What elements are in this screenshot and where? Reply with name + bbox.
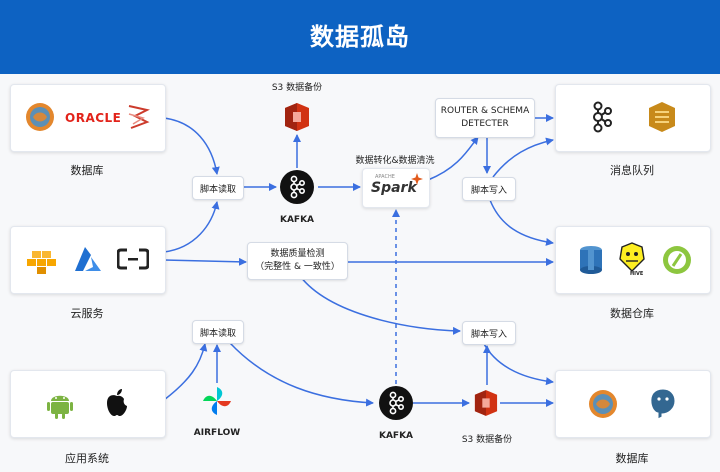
target-database-label: 数据库 — [615, 452, 649, 465]
kafka-top-icon — [280, 170, 314, 204]
target-database-card — [555, 370, 711, 438]
hive-icon — [619, 242, 645, 272]
source-database-card: ORACLE — [10, 84, 166, 152]
arrow-read-to-kafka-bottom — [229, 342, 374, 407]
spark-card: APACHE Spark — [362, 168, 430, 208]
spark-star-icon — [411, 173, 423, 185]
arrow-quality-to-write — [299, 275, 461, 335]
arrow-write-to-warehouse — [489, 199, 554, 246]
apple-icon — [107, 389, 127, 416]
mysql-icon-target — [589, 390, 617, 418]
target-queue-label: 消息队列 — [610, 164, 654, 177]
arrow-cloud-to-quality — [163, 257, 247, 266]
arrow-write-to-db — [482, 341, 554, 386]
kinesis-icon — [649, 102, 675, 132]
spark-step-label: 数据转化&数据清洗 — [355, 156, 435, 166]
data-quality-check: 数据质量检测 （完整性 & 一致性） — [247, 242, 348, 280]
postgresql-icon — [650, 388, 676, 420]
kafka-icon — [593, 101, 612, 133]
page-title: 数据孤岛 — [310, 23, 410, 51]
script-write-top: 脚本写入 — [462, 177, 516, 201]
target-queue-card — [555, 84, 711, 152]
script-read-top: 脚本读取 — [192, 176, 244, 200]
spark-logo-apache: APACHE — [375, 174, 395, 180]
redshift-icon — [580, 246, 602, 274]
oracle-logo: ORACLE — [65, 111, 122, 125]
script-write-bottom: 脚本写入 — [462, 321, 516, 345]
source-cloud-card — [10, 226, 166, 294]
spark-logo: Spark — [371, 180, 417, 196]
script-read-bottom: 脚本读取 — [192, 320, 244, 344]
s3-backup-top-label: S3 数据备份 — [271, 83, 323, 93]
azure-icon — [75, 247, 101, 271]
aliyun-icon — [117, 248, 149, 270]
greenplum-icon — [663, 246, 691, 274]
quality-line-2: （完整性 & 一致性） — [255, 262, 340, 272]
router-line-1: ROUTER & SCHEMA — [440, 106, 530, 116]
sqlserver-icon — [128, 105, 150, 129]
source-apps-card — [10, 370, 166, 438]
kafka-top-label: KAFKA — [279, 215, 315, 225]
s3-backup-bottom-label: S3 数据备份 — [461, 435, 513, 445]
s3-top-icon — [285, 103, 309, 131]
target-warehouse-label: 数据仓库 — [610, 307, 654, 320]
s3-bottom-icon — [474, 390, 498, 416]
arrow-db-to-read — [163, 117, 220, 175]
airflow-icon — [203, 387, 231, 415]
router-schema-detecter: ROUTER & SCHEMA DETECTER — [435, 98, 535, 138]
title-banner: 数据孤岛 — [0, 0, 720, 74]
aws-icon — [27, 251, 56, 274]
target-warehouse-card: HIVE — [555, 226, 711, 294]
android-icon — [47, 395, 73, 419]
quality-line-1: 数据质量检测 — [270, 249, 325, 259]
arrow-apps-to-read — [163, 343, 208, 401]
arrow-write-to-queue — [492, 137, 554, 178]
airflow-label: AIRFLOW — [193, 428, 241, 438]
arrow-cloud-to-read — [163, 201, 220, 253]
router-line-2: DETECTER — [461, 119, 509, 129]
kafka-bottom-label: KAFKA — [378, 431, 414, 441]
source-apps-label: 应用系统 — [65, 452, 109, 465]
source-database-label: 数据库 — [70, 164, 104, 177]
arrow-spark-to-router — [427, 136, 479, 181]
source-cloud-label: 云服务 — [70, 307, 104, 320]
mysql-icon — [26, 103, 54, 131]
kafka-bottom-icon — [379, 386, 413, 420]
hive-text: HIVE — [630, 271, 644, 277]
